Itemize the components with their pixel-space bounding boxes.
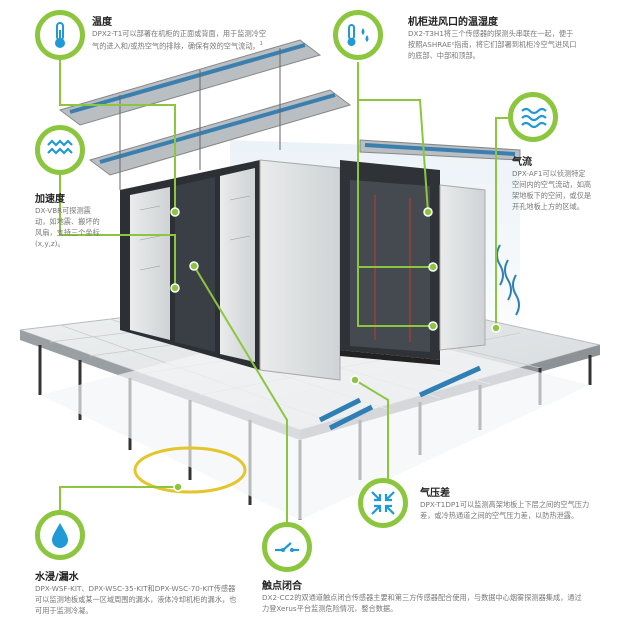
contact-title: 触点闭合: [262, 581, 302, 592]
water-title: 水浸/漏水: [35, 572, 79, 583]
cabinet-inlet-desc: DX2-T3H1将三个传感器的探测头串联在一起，便于按照ASHRAE²指南，将它…: [408, 29, 577, 60]
underfloor-pipes: [318, 365, 482, 431]
vibration-waves-icon: [35, 125, 85, 175]
switch-contact-icon: [262, 522, 312, 572]
server-cabinets-right: [340, 160, 486, 365]
airflow-title: 气流: [512, 157, 532, 168]
airflow-icon: [508, 92, 558, 142]
cabinet-inlet-title: 机柜进风口的温湿度: [408, 17, 498, 28]
acceleration-desc: DX-VBR可探测震动，如地震、搬坏的风扇，支持三个坐标(x,y,z)。: [35, 206, 100, 248]
pressure-desc: DPX-T1DP1可以监测高架地板上下层之间的空气压力差，或冷热通道之间的空气压…: [420, 500, 590, 520]
pressure-title: 气压差: [420, 488, 450, 499]
water-drop-icon: [35, 510, 85, 560]
thermometer-humidity-icon: [333, 10, 383, 60]
sensor-points: [170, 207, 501, 492]
airflow-waves: [496, 244, 520, 316]
water-desc: DPX-WSF-KIT、DPX-WSC-35-KIT和DPX-WSC-70-KI…: [35, 584, 237, 615]
contact-desc: DX2-CC2的双通道触点闭合传感器主要和第三方传感器配合使用，与数据中心烟雾探…: [262, 593, 582, 613]
overhead-cable-trays: [58, 39, 521, 190]
thermometer-icon: [35, 10, 85, 60]
airflow-desc: DPX-AF1可以侦测特定空间内的空气流动，如高架地板下的空间，或仅是开孔地板上…: [512, 169, 592, 211]
temperature-desc: DPX2-T1可以部署在机柜的正面或背面，用于监测冷空气的进入和/或热空气的排除…: [92, 29, 267, 51]
water-sensor-cable: [133, 446, 247, 494]
pressure-arrows-icon: [358, 478, 408, 528]
temperature-title: 温度: [92, 17, 112, 28]
acceleration-title: 加速度: [35, 194, 65, 205]
